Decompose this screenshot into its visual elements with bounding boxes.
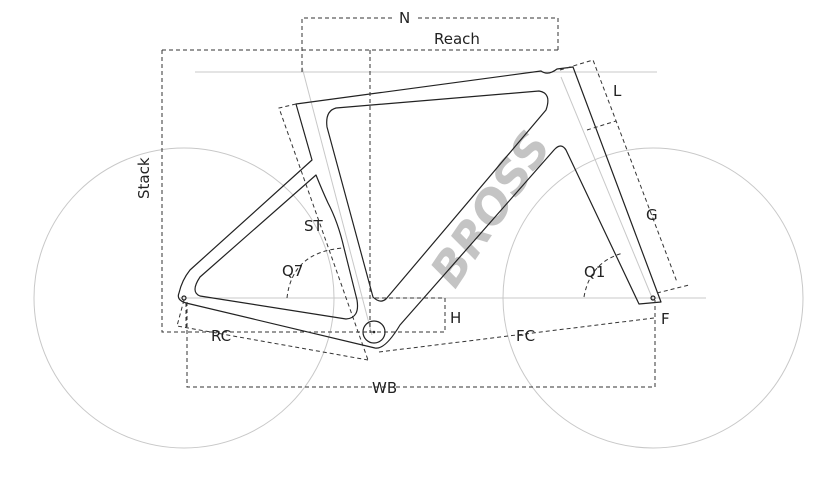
label-st: ST xyxy=(304,217,324,235)
st-dimension xyxy=(278,103,369,361)
reach-dimension xyxy=(162,49,558,333)
q7-arc xyxy=(286,247,344,299)
label-q1: Q1 xyxy=(584,263,605,281)
label-h: H xyxy=(450,309,461,327)
stack-dimension xyxy=(161,50,446,333)
label-q7: Q7 xyxy=(282,262,303,280)
rc-dimension xyxy=(176,299,369,361)
label-l: L xyxy=(613,82,622,100)
label-f: F xyxy=(661,310,670,328)
bross-logo: BROSS xyxy=(419,122,561,297)
steer-axis-line xyxy=(560,76,654,301)
lg-dimension xyxy=(559,59,690,294)
front-axle xyxy=(650,295,656,301)
label-rc: RC xyxy=(211,327,231,345)
label-n: N xyxy=(399,9,410,27)
frame-outline xyxy=(177,66,662,349)
seat-axis-line xyxy=(301,66,373,336)
main-triangle xyxy=(326,90,549,302)
label-stack: Stack xyxy=(135,157,153,199)
label-g: G xyxy=(646,206,658,224)
q1-arc xyxy=(583,252,624,298)
label-fc: FC xyxy=(516,327,535,345)
n-dimension xyxy=(301,17,559,72)
label-wb: WB xyxy=(372,379,397,397)
label-reach: Reach xyxy=(434,30,480,48)
rear-triangle xyxy=(194,174,359,320)
wb-dimension xyxy=(186,300,656,388)
